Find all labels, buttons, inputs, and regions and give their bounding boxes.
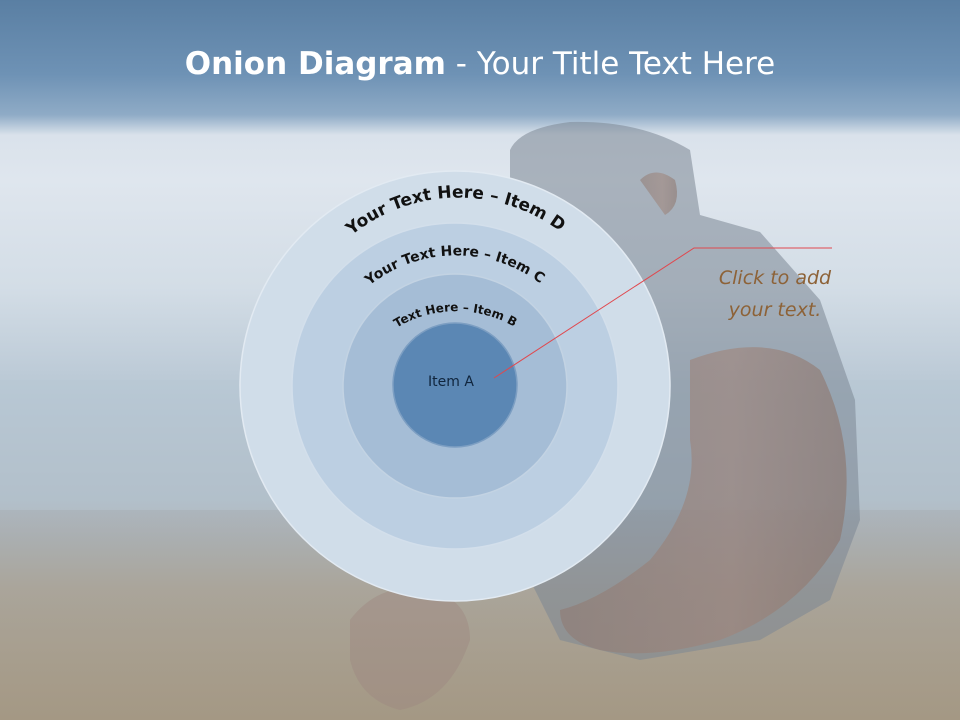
page-title: Onion Diagram - Your Title Text Here xyxy=(0,46,960,82)
title-bold: Onion Diagram xyxy=(184,46,446,82)
layer-a-core[interactable] xyxy=(392,322,518,448)
callout-text[interactable]: Click to add your text. xyxy=(718,267,832,321)
callout-leader-line xyxy=(493,247,832,379)
header-band xyxy=(0,0,960,135)
layer-a-label: Item A xyxy=(428,374,474,390)
title-subtitle: - Your Title Text Here xyxy=(445,46,776,82)
